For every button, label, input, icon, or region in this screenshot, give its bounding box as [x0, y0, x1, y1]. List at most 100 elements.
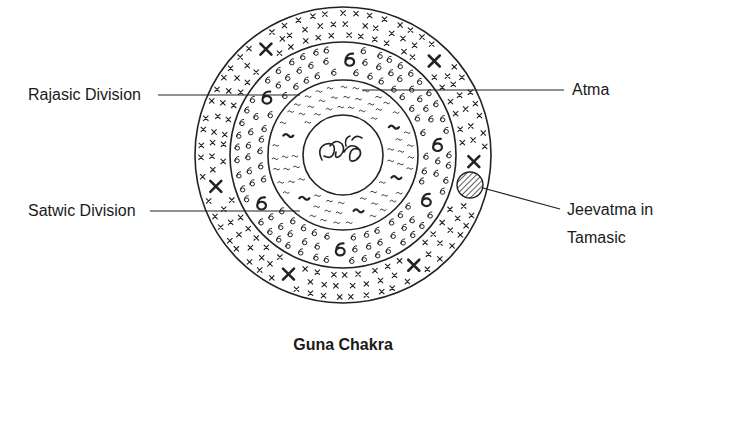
rajas-six	[389, 219, 393, 225]
rajas-six	[324, 47, 328, 53]
satwa-tilde	[372, 203, 378, 205]
rajas-six	[315, 243, 319, 249]
tamas-cross	[238, 90, 243, 95]
tamas-cross	[303, 39, 308, 44]
tamas-cross	[287, 33, 292, 38]
tamas-cross	[460, 140, 465, 145]
tamas-cross	[390, 286, 395, 291]
satwa-tilde	[338, 202, 344, 204]
tamas-cross	[392, 273, 397, 278]
rajas-six	[366, 243, 370, 249]
rajas-six	[266, 77, 270, 83]
satwa-tilde	[407, 168, 413, 170]
rajasic-ring	[230, 42, 456, 268]
division-label: Rajasic Division	[28, 85, 141, 105]
rajas-six	[268, 228, 272, 234]
rajas-six	[419, 178, 423, 184]
satwa-tilde	[331, 97, 337, 99]
tamas-cross	[234, 246, 239, 251]
tamas-cross	[350, 283, 355, 288]
rajas-six	[424, 105, 428, 111]
rajas-six	[444, 177, 448, 183]
leader-line	[158, 94, 300, 95]
tamas-cross	[315, 270, 320, 275]
rajas-six	[279, 223, 283, 229]
rajas-six	[240, 186, 244, 192]
tamas-cross	[294, 287, 299, 292]
tamas-cross	[231, 103, 236, 108]
tamas-cross	[245, 80, 250, 85]
tamas-cross	[216, 114, 221, 119]
satwa-tilde	[379, 182, 385, 184]
tamas-cross	[332, 272, 337, 277]
tamas-cross	[408, 28, 413, 33]
tamas-cross	[201, 127, 206, 132]
rajas-six	[286, 242, 290, 248]
rajas-six	[375, 227, 379, 233]
tamas-cross	[213, 214, 218, 219]
tamas-cross	[445, 74, 450, 79]
tamas-cross	[379, 289, 384, 294]
tamas-cross	[408, 260, 419, 271]
tamas-cross	[329, 33, 334, 38]
tamas-cross	[260, 44, 271, 55]
satwa-tilde	[278, 182, 284, 184]
tamas-cross	[316, 35, 321, 40]
tamas-cross	[228, 238, 233, 243]
rajas-six	[350, 257, 354, 263]
rajas-six	[297, 67, 301, 73]
tamas-cross	[477, 113, 482, 118]
tamas-cross	[356, 272, 361, 277]
satwa-tilde	[319, 100, 325, 102]
satwa-tilde	[321, 219, 327, 221]
rajas-six	[433, 139, 442, 151]
rajas-six	[237, 172, 241, 178]
satwa-tilde	[305, 96, 311, 98]
rajas-six	[410, 217, 414, 223]
leader-line	[150, 210, 300, 211]
satwa-tilde	[314, 206, 320, 208]
tamas-cross	[200, 174, 205, 179]
satwa-tilde	[382, 194, 388, 196]
rajas-six	[336, 243, 345, 255]
satwa-tilde	[272, 158, 278, 160]
tamas-cross	[389, 31, 394, 36]
tamas-cross	[337, 295, 342, 300]
atma-label: Atma	[572, 80, 609, 100]
rajas-six	[417, 78, 421, 84]
satwa-tilde	[354, 209, 364, 212]
tamas-cross	[211, 167, 216, 172]
tamas-cross	[347, 33, 352, 38]
tamas-cross	[410, 55, 415, 60]
satwa-tilde	[299, 197, 309, 200]
satwa-tilde	[292, 155, 298, 157]
rajas-six	[262, 92, 271, 104]
caption: Guna Chakra	[293, 335, 393, 355]
rajas-six	[424, 153, 428, 159]
satwa-tilde	[283, 192, 289, 194]
satwa-tilde	[371, 118, 377, 120]
rajas-six	[257, 197, 266, 209]
satwa-tilde	[360, 198, 366, 200]
rajas-six	[446, 162, 450, 168]
satwa-tilde	[376, 96, 382, 98]
rajas-six	[434, 101, 438, 107]
rajas-six	[276, 82, 280, 88]
tamas-cross	[206, 199, 211, 204]
tamas-cross	[318, 24, 323, 29]
tamas-cross	[378, 278, 383, 283]
tamas-cross	[429, 42, 434, 47]
satwa-tilde	[396, 192, 402, 194]
tamas-cross	[468, 156, 479, 167]
leader-line	[483, 188, 560, 209]
tamas-cross	[226, 117, 231, 122]
satwa-tilde	[308, 106, 314, 108]
rajas-six	[276, 67, 280, 73]
satwa-tilde	[294, 104, 300, 106]
rajas-six	[245, 107, 249, 113]
rajas-six	[415, 115, 419, 121]
rajas-six	[364, 231, 368, 237]
rajas-six	[422, 194, 431, 206]
tamas-cross	[342, 273, 347, 278]
rajas-six	[387, 56, 391, 62]
